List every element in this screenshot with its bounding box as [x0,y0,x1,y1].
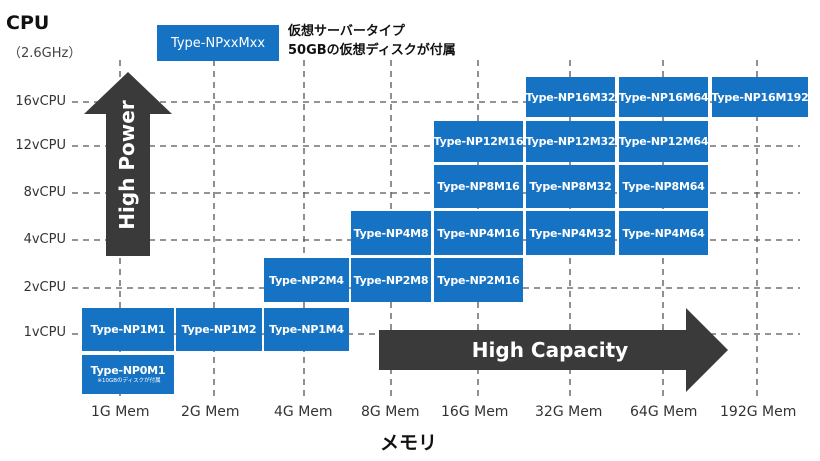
type-np12m16-box: Type-NP12M16 [434,121,524,162]
y-axis-title: CPU [6,12,50,34]
legend-description: 仮想サーバータイプ 50GBの仮想ディスクが付属 [288,22,456,60]
type-np2m4-box: Type-NP2M4 [264,258,349,302]
x-tick-192g: 192G Mem [720,404,797,420]
x-tick-32g: 32G Mem [535,404,603,420]
type-np2m16-box: Type-NP2M16 [434,258,523,302]
type-np8m16-box: Type-NP8M16 [434,165,523,208]
x-axis-title: メモリ [380,432,438,454]
high-capacity-arrow [379,308,728,392]
x-tick-8g: 8G Mem [361,404,420,420]
y-tick-2vcpu: 2vCPU [23,280,66,295]
type-np0m1-note: ※10GBのディスクが付属 [97,378,161,384]
type-np1m2-box: Type-NP1M2 [176,308,262,351]
x-tick-4g: 4G Mem [274,404,333,420]
y-tick-1vcpu: 1vCPU [23,325,66,340]
type-np1m1-box: Type-NP1M1 [82,308,174,351]
y-tick-4vcpu: 4vCPU [23,232,66,247]
type-np12m32-box: Type-NP12M32 [526,121,616,162]
y-tick-12vcpu: 12vCPU [15,138,66,153]
type-np2m8-box: Type-NP2M8 [351,258,431,302]
y-axis-subtitle: （2.6GHz） [8,46,82,61]
legend-line-1: 仮想サーバータイプ [288,24,405,39]
type-np16m192-box: Type-NP16M192 [711,77,809,117]
high-power-label: High Power [115,100,139,230]
x-tick-64g: 64G Mem [630,404,698,420]
type-np0m1-label: Type-NP0M1 [90,364,166,377]
type-np4m16-box: Type-NP4M16 [434,211,523,255]
y-tick-8vcpu: 8vCPU [23,185,66,200]
type-np4m32-box: Type-NP4M32 [526,211,615,255]
high-power-arrow [84,72,172,256]
type-np4m64-box: Type-NP4M64 [619,211,708,255]
type-np8m32-box: Type-NP8M32 [526,165,615,208]
legend-sample-box: Type-NPxxMxx [157,25,279,61]
x-tick-16g: 16G Mem [441,404,509,420]
x-tick-2g: 2G Mem [181,404,240,420]
type-np8m64-box: Type-NP8M64 [619,165,708,208]
type-np12m64-box: Type-NP12M64 [619,121,709,162]
y-tick-16vcpu: 16vCPU [15,94,66,109]
type-np0m1-box: Type-NP0M1 [82,355,174,394]
x-tick-1g: 1G Mem [91,404,150,420]
type-np16m64-box: Type-NP16M64 [619,77,709,117]
type-np1m4-box: Type-NP1M4 [264,308,349,351]
legend-line-2: 50GBの仮想ディスクが付属 [288,43,456,58]
type-np4m8-box: Type-NP4M8 [351,211,431,255]
high-capacity-label: High Capacity [471,338,629,362]
type-np16m32-box: Type-NP16M32 [526,77,616,117]
